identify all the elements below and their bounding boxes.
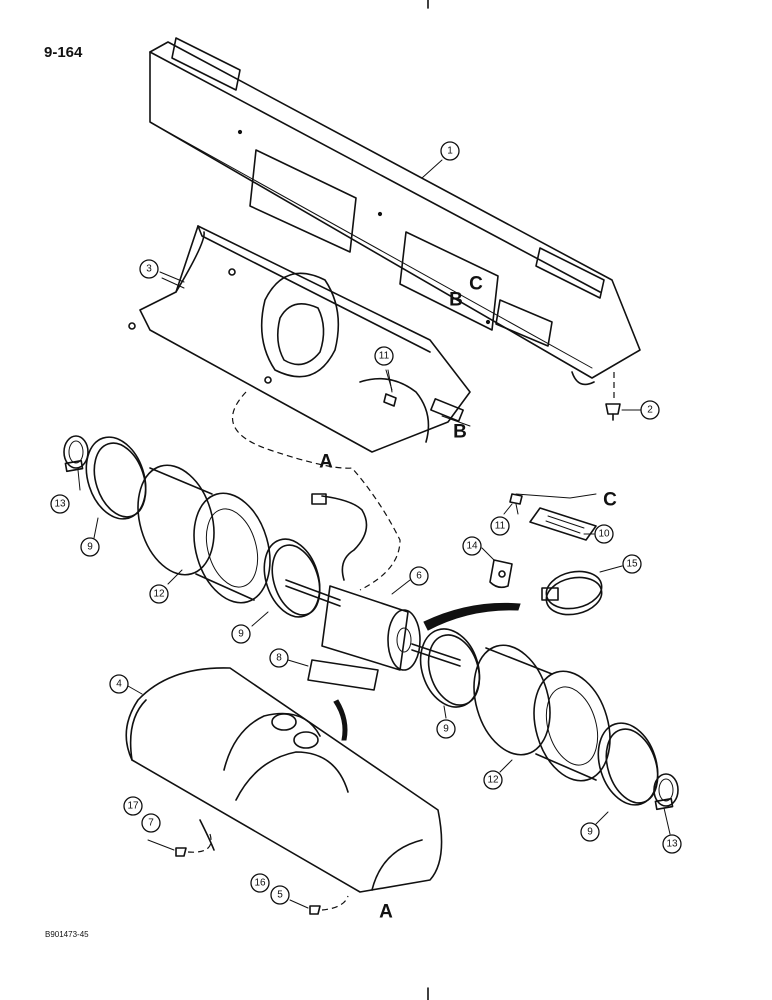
callout-12-a: 12 <box>149 584 169 604</box>
part-4-lower-housing <box>125 667 443 893</box>
page-number: 9-164 <box>44 44 83 61</box>
part-13-clamp-right <box>653 773 679 811</box>
ref-letter-b-lower: B <box>453 422 467 443</box>
callout-3: 3 <box>139 259 159 279</box>
part-10-resistor <box>529 507 597 541</box>
svg-text:13: 13 <box>54 499 66 510</box>
callout-7: 7 <box>141 813 161 833</box>
callout-11-upper: 11 <box>374 346 394 366</box>
part-3-housing-frame <box>128 225 471 453</box>
callout-9-d: 9 <box>580 822 600 842</box>
callout-10: 10 <box>594 524 614 544</box>
svg-text:6: 6 <box>416 571 422 582</box>
ref-line-c <box>515 493 597 499</box>
ref-letter-b-upper: B <box>449 290 463 311</box>
part-1-top-cover <box>149 37 641 386</box>
part-7-screw <box>175 833 212 857</box>
part-13-clamp-left <box>63 435 89 473</box>
svg-text:11: 11 <box>379 351 390 362</box>
svg-text:4: 4 <box>116 679 122 690</box>
svg-text:15: 15 <box>626 559 638 570</box>
callout-11-lower: 11 <box>490 516 510 536</box>
svg-text:7: 7 <box>148 818 154 829</box>
svg-text:9: 9 <box>238 629 244 640</box>
callout-13-left: 13 <box>50 494 70 514</box>
part-15-hose-clamp <box>541 570 603 616</box>
callout-5: 5 <box>270 885 290 905</box>
callout-9-c: 9 <box>436 719 456 739</box>
callout-8: 8 <box>269 648 289 668</box>
ref-letter-a-lower: A <box>379 902 393 923</box>
svg-text:9: 9 <box>443 724 449 735</box>
callout-14: 14 <box>462 536 482 556</box>
callout-15: 15 <box>622 554 642 574</box>
callout-16: 16 <box>250 873 270 893</box>
callout-6: 6 <box>409 566 429 586</box>
svg-text:12: 12 <box>487 775 499 786</box>
part-9-retainer-ring-3 <box>419 628 481 708</box>
callout-4: 4 <box>109 674 129 694</box>
part-12-blower-wheel-2 <box>473 644 611 782</box>
callout-1: 1 <box>440 141 460 161</box>
svg-text:17: 17 <box>127 801 139 812</box>
callout-9-a: 9 <box>80 537 100 557</box>
svg-text:8: 8 <box>276 653 282 664</box>
svg-text:13: 13 <box>666 839 678 850</box>
part-6-motor <box>285 493 521 671</box>
svg-text:9: 9 <box>587 827 593 838</box>
ref-letter-c-upper: C <box>469 274 483 295</box>
part-14-bracket <box>489 559 513 589</box>
svg-text:1: 1 <box>447 146 453 157</box>
svg-text:10: 10 <box>598 529 610 540</box>
part-9-retainer-ring-1 <box>85 436 147 520</box>
svg-text:12: 12 <box>153 589 165 600</box>
callout-9-b: 9 <box>231 624 251 644</box>
svg-text:2: 2 <box>647 405 653 416</box>
ref-letter-c-lower: C <box>603 490 617 511</box>
callout-2: 2 <box>640 400 660 420</box>
callout-12-b: 12 <box>483 770 503 790</box>
svg-text:16: 16 <box>254 878 266 889</box>
part-12-blower-wheel-1 <box>137 464 271 604</box>
part-9-retainer-ring-2 <box>263 538 321 618</box>
figure-code: B901473-45 <box>45 930 89 939</box>
callout-17: 17 <box>123 796 143 816</box>
wire-route-dashed <box>231 391 401 591</box>
part-5-screw <box>309 895 349 915</box>
part-9-retainer-ring-4 <box>597 722 659 806</box>
part-11-screw-upper <box>383 369 397 407</box>
ref-letter-a-upper: A <box>319 452 333 473</box>
svg-text:5: 5 <box>277 890 283 901</box>
svg-text:11: 11 <box>495 521 506 532</box>
callout-leaders <box>77 159 671 909</box>
svg-text:14: 14 <box>466 541 478 552</box>
part-11-screw-lower <box>509 493 523 515</box>
part-8-insulation-strip <box>307 659 379 741</box>
callout-13-right: 13 <box>662 834 682 854</box>
part-2-screw <box>605 372 639 421</box>
svg-text:3: 3 <box>146 264 152 275</box>
svg-text:9: 9 <box>87 542 93 553</box>
